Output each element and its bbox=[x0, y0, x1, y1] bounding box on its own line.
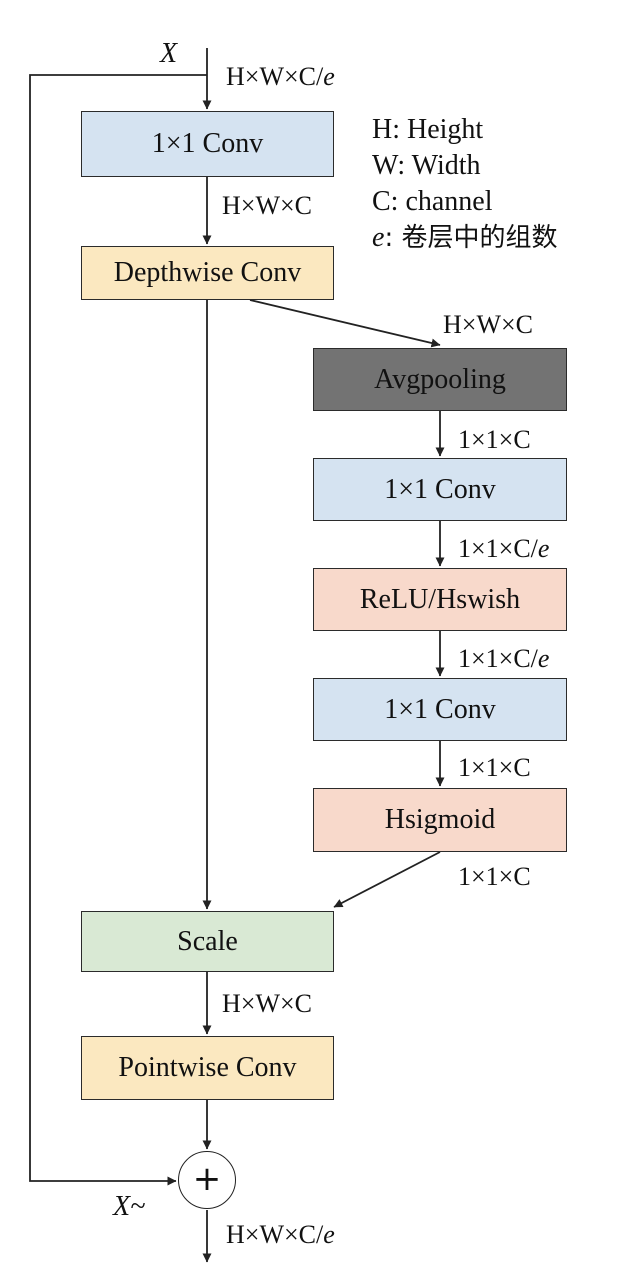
pointwise-conv-block: Pointwise Conv bbox=[81, 1036, 334, 1100]
legend-e-desc: : 卷层中的组数 bbox=[384, 223, 558, 253]
legend-channel: C: channel bbox=[372, 186, 493, 217]
hsigmoid-block: Hsigmoid bbox=[313, 788, 567, 852]
avgpooling-block: Avgpooling bbox=[313, 348, 567, 411]
shape-se-input: H×W×C bbox=[443, 310, 533, 339]
shape-after-hsigmoid: 1×1×C bbox=[458, 862, 531, 891]
residual-connection bbox=[29, 74, 207, 1186]
legend-height: H: Height bbox=[372, 114, 484, 145]
legend-groups: e: 卷层中的组数 bbox=[372, 220, 557, 256]
legend-e-key: e bbox=[372, 222, 385, 253]
shape-after-relu: 1×1×C/e bbox=[458, 644, 550, 673]
add-node: + bbox=[178, 1151, 236, 1209]
se-conv1x1-block: 1×1 Conv bbox=[313, 458, 567, 521]
shape-after-scale: H×W×C bbox=[222, 989, 312, 1018]
input-shape-label: H×W×C/e bbox=[226, 62, 335, 91]
legend-width: W: Width bbox=[372, 150, 481, 181]
shape-after-conv1: H×W×C bbox=[222, 191, 312, 220]
conv1x1-block: 1×1 Conv bbox=[81, 111, 334, 177]
depthwise-conv-block: Depthwise Conv bbox=[81, 246, 334, 300]
shape-after-avgpool: 1×1×C bbox=[458, 425, 531, 454]
shape-after-se-conv1: 1×1×C/e bbox=[458, 534, 550, 563]
legend: H: Height W: Width C: channel e: 卷层中的组数 bbox=[372, 112, 557, 256]
residual-label: X~ bbox=[113, 1191, 146, 1222]
se-conv1x1-block-2: 1×1 Conv bbox=[313, 678, 567, 741]
arrow-depthwise-to-avgpool bbox=[249, 299, 441, 348]
output-shape-label: H×W×C/e bbox=[226, 1220, 335, 1249]
arrow-hsigmoid-to-scale bbox=[333, 851, 441, 908]
relu-hswish-block: ReLU/Hswish bbox=[313, 568, 567, 631]
shape-after-se-conv2: 1×1×C bbox=[458, 753, 531, 782]
scale-block: Scale bbox=[81, 911, 334, 972]
input-symbol: X bbox=[160, 38, 178, 69]
